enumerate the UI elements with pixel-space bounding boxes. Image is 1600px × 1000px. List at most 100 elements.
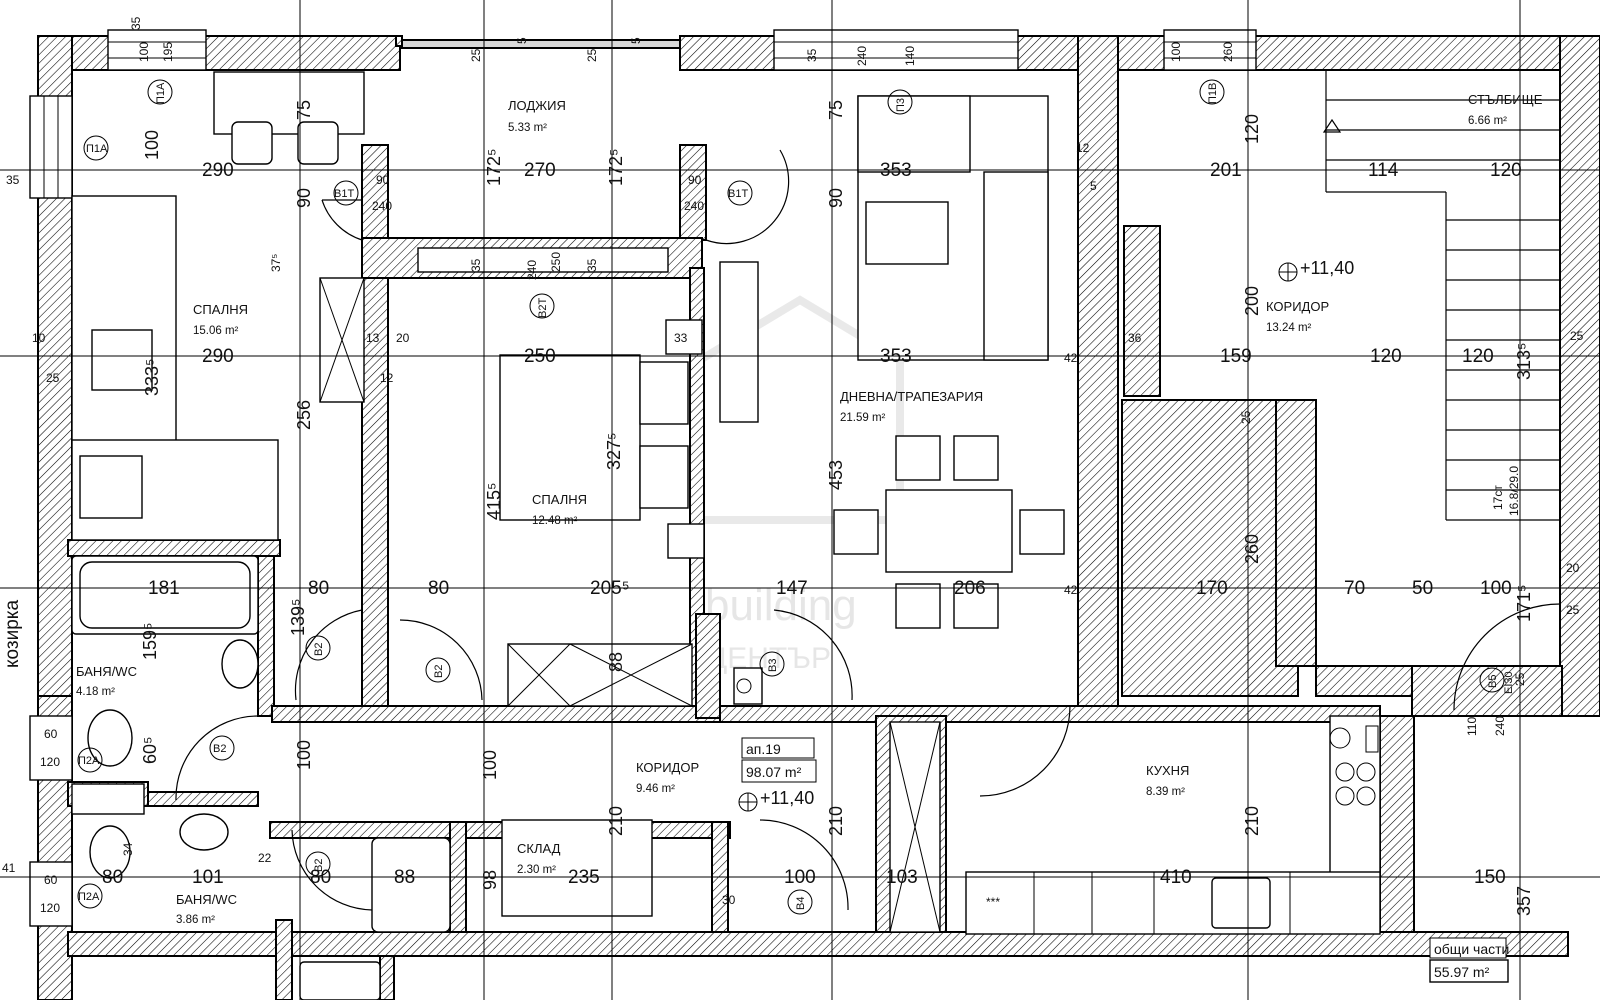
dim-h4-h: 410 bbox=[1160, 867, 1192, 888]
dim-s-25a: 25 bbox=[469, 48, 483, 62]
loggia-area: 5.33 m² bbox=[508, 122, 547, 134]
dim-h4-f: 100 bbox=[784, 867, 816, 888]
kitchen-mark: *** bbox=[986, 895, 1000, 909]
dim-h2-d: 159 bbox=[1220, 346, 1252, 367]
dim-s-100a: 100 bbox=[137, 42, 151, 62]
dim-s-240d: 240 bbox=[372, 199, 392, 213]
dim-s-25e: 25 bbox=[1239, 410, 1253, 424]
corridor-upper-area: 13.24 m² bbox=[1266, 322, 1312, 334]
dim-v-h: 327⁵ bbox=[604, 433, 624, 471]
bath1-area: 4.18 m² bbox=[76, 686, 115, 698]
tag-p1b: П1В bbox=[1207, 83, 1219, 104]
dim-v-w: 357 bbox=[1514, 886, 1534, 916]
dim-s-33: 33 bbox=[674, 331, 688, 345]
bedroom1-area: 15.06 m² bbox=[193, 325, 239, 337]
dim-v-c: 256 bbox=[294, 400, 314, 430]
dim-s-25f: 25 bbox=[1566, 603, 1580, 617]
dim-h2-f: 120 bbox=[1462, 346, 1494, 367]
dim-s-240a: 240 bbox=[855, 46, 869, 66]
dim-v-x: 100 bbox=[480, 750, 500, 780]
common-parts: общи части 55.97 m² bbox=[1429, 937, 1509, 983]
dim-s-34: 34 bbox=[121, 842, 135, 856]
doors bbox=[175, 149, 1561, 911]
dim-h4-d: 88 bbox=[394, 867, 415, 888]
dim-s-10: 10 bbox=[32, 331, 46, 345]
dim-s-35b: 35 bbox=[805, 48, 819, 62]
dim-h3-e: 147 bbox=[776, 578, 808, 599]
dim-s-100b: 100 bbox=[1169, 42, 1183, 62]
tag-b2-2: В2 bbox=[433, 665, 445, 678]
tag-p1a-1: П1А bbox=[155, 82, 167, 104]
dim-s-5b: 5 bbox=[629, 37, 643, 44]
dim-s-35d: 35 bbox=[585, 258, 599, 272]
dim-v-j: 90 bbox=[826, 188, 846, 208]
tag-b5-sub: EI30 bbox=[1503, 671, 1515, 694]
dim-s-25d: 25 bbox=[1570, 329, 1584, 343]
dim-v-e: 172⁵ bbox=[484, 149, 504, 187]
room-labels: СПАЛНЯ 15.06 m² ЛОДЖИЯ 5.33 m² СПАЛНЯ 12… bbox=[76, 92, 1543, 926]
dim-v-r: 139⁵ bbox=[288, 599, 308, 637]
kitchen-name: КУХНЯ bbox=[1146, 763, 1189, 778]
tag-b2-1: В2 bbox=[313, 643, 325, 656]
tag-b5: В5 bbox=[1487, 675, 1499, 688]
dim-s-140: 140 bbox=[903, 46, 917, 66]
tag-b1t-1: В1Т bbox=[334, 188, 354, 200]
dim-s-240b: 240 bbox=[525, 260, 539, 280]
corridor-upper-name: КОРИДОР bbox=[1266, 299, 1329, 314]
furniture bbox=[71, 71, 1381, 1000]
dim-h3-f: 206 bbox=[954, 578, 986, 599]
dim-s-25b: 25 bbox=[585, 48, 599, 62]
bath2-name: БАНЯ/WC bbox=[176, 892, 237, 907]
dim-s-25g: 25 bbox=[1513, 672, 1527, 686]
dim-v-ab: 60⁵ bbox=[140, 737, 160, 764]
dim-s-12a: 12 bbox=[380, 371, 394, 385]
dim-s-41: 41 bbox=[2, 861, 16, 875]
dim-v-z: 88 bbox=[606, 652, 626, 672]
tag-b2t: В2Т bbox=[537, 298, 549, 318]
dim-h3-h: 70 bbox=[1344, 578, 1365, 599]
dim-s-250: 250 bbox=[549, 252, 563, 272]
loggia-name: ЛОДЖИЯ bbox=[508, 98, 566, 113]
element-tags: П1А П1А П3 П1В В1Т В1Т В2Т В2 В2 В2 В2 В… bbox=[77, 79, 1515, 915]
dim-v-v: 210 bbox=[1242, 806, 1262, 836]
dim-v-l: 120 bbox=[1242, 114, 1262, 144]
dim-h1-d: 201 bbox=[1210, 160, 1242, 181]
tag-b2-4: В2 bbox=[313, 859, 325, 872]
dim-v-m: 200 bbox=[1242, 286, 1262, 316]
dim-v-b: 90 bbox=[294, 188, 314, 208]
kitchen-area: 8.39 m² bbox=[1146, 786, 1185, 798]
windows bbox=[29, 29, 1257, 927]
dim-v-y: 75 bbox=[294, 100, 314, 120]
stairs-area: 6.66 m² bbox=[1468, 115, 1507, 127]
dim-v-t: 210 bbox=[606, 806, 626, 836]
dim-v-u: 210 bbox=[826, 806, 846, 836]
bath1-name: БАНЯ/WC bbox=[76, 664, 137, 679]
dim-s-240e: 240 bbox=[684, 199, 704, 213]
dim-s-5a: 5 bbox=[515, 37, 529, 44]
dim-s-240c: 240 bbox=[1493, 716, 1507, 736]
dim-s-42a: 42 bbox=[1064, 351, 1078, 365]
dim-v-k: 453 bbox=[826, 460, 846, 490]
dim-v-q: 159⁵ bbox=[140, 623, 160, 661]
dim-v-a: 100 bbox=[142, 130, 162, 160]
dim-h1-e: 114 bbox=[1368, 160, 1399, 181]
svg-text:building: building bbox=[705, 581, 857, 630]
bath2-area: 3.86 m² bbox=[176, 914, 215, 926]
dim-h2-b: 250 bbox=[524, 346, 556, 367]
dim-s-20a: 20 bbox=[396, 331, 410, 345]
dim-h4-c: 80 bbox=[310, 867, 331, 888]
dim-h4-a: 80 bbox=[102, 867, 123, 888]
stairs-name: СТЪЛБИЩЕ bbox=[1468, 92, 1543, 107]
dim-v-o: 313⁵ bbox=[1514, 343, 1534, 381]
dim-h3-c: 80 bbox=[428, 578, 449, 599]
dim-s-20b: 20 bbox=[1566, 561, 1580, 575]
living-name: ДНЕВНА/ТРАПЕЗАРИЯ bbox=[840, 389, 983, 404]
dim-v-aa: 98 bbox=[480, 870, 500, 890]
dim-s-35a: 35 bbox=[129, 16, 143, 30]
tag-b4: В4 bbox=[795, 897, 807, 910]
dim-h1-b: 270 bbox=[524, 160, 556, 181]
dim-v-d: 333⁵ bbox=[142, 359, 162, 397]
tag-b1t-2: В1Т bbox=[728, 188, 748, 200]
dim-s-35e: 35 bbox=[6, 173, 20, 187]
side-label: козирка bbox=[2, 599, 23, 668]
